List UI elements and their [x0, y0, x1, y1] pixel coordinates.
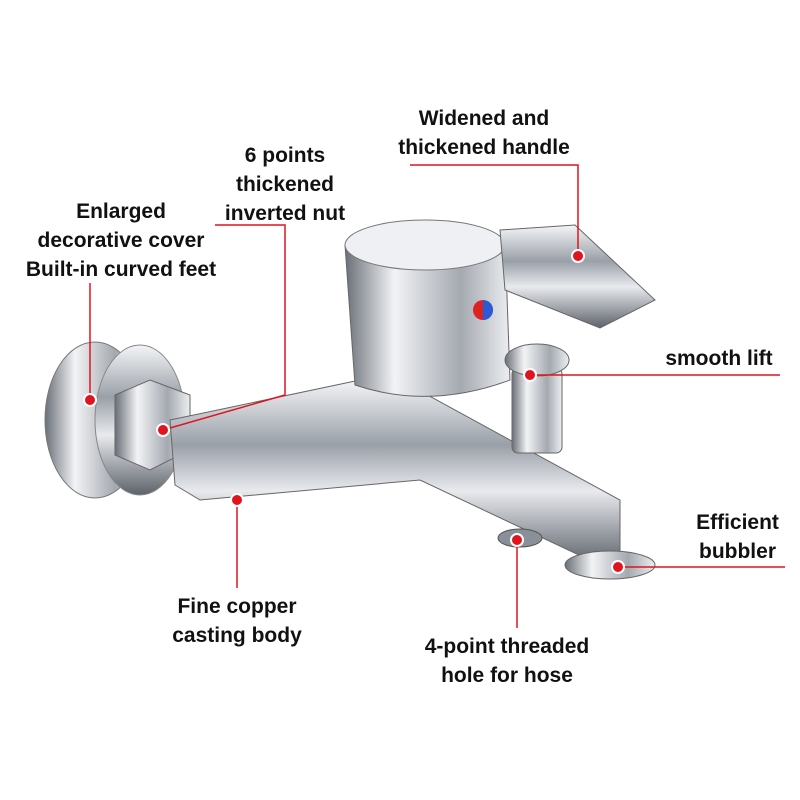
- label-line: Enlarged: [76, 200, 166, 223]
- label-line: Efficient: [696, 511, 779, 534]
- label-line: thickened handle: [398, 136, 570, 159]
- label-line: 4-point threaded: [424, 635, 590, 658]
- label-line: Widened and: [418, 107, 550, 130]
- callout-dot-nut: [156, 423, 170, 437]
- callout-lines: [89, 164, 785, 628]
- label-line: 6 points: [244, 144, 326, 167]
- decorative-cover: [44, 341, 191, 499]
- callout-dot-bubbler: [611, 560, 625, 574]
- callout-dot-hose: [510, 533, 524, 547]
- label-line: casting body: [172, 624, 302, 647]
- label-handle: Widened and thickened handle: [384, 104, 584, 162]
- callout-dot-handle: [571, 249, 585, 263]
- label-line: inverted nut: [224, 202, 346, 225]
- label-body: Fine copper casting body: [147, 592, 327, 650]
- callout-dot-lift: [523, 368, 537, 382]
- handle: [499, 224, 656, 329]
- diverter-lift: [504, 343, 570, 454]
- label-line: thickened: [235, 173, 335, 196]
- callout-line-nut: [162, 224, 286, 431]
- spout-bubbler: [564, 550, 656, 580]
- label-line: Fine copper: [177, 595, 297, 618]
- label-cover: Enlarged decorative cover Built-in curve…: [5, 197, 237, 284]
- label-nut: 6 points thickened inverted nut: [195, 141, 375, 228]
- callout-line-handle: [410, 164, 579, 256]
- label-line: Built-in curved feet: [25, 258, 217, 281]
- label-bubbler: Efficient bubbler: [680, 508, 795, 566]
- callout-dot-cover: [83, 393, 97, 407]
- label-line: smooth lift: [665, 347, 773, 370]
- callout-dot-body: [230, 493, 244, 507]
- label-line: hole for hose: [441, 664, 573, 687]
- hot-cold-indicator-icon: [473, 300, 493, 320]
- label-hose: 4-point threaded hole for hose: [402, 632, 612, 690]
- callout-dots: [83, 249, 625, 574]
- label-line: decorative cover: [37, 229, 205, 252]
- label-line: bubbler: [699, 540, 776, 563]
- label-lift: smooth lift: [652, 344, 786, 373]
